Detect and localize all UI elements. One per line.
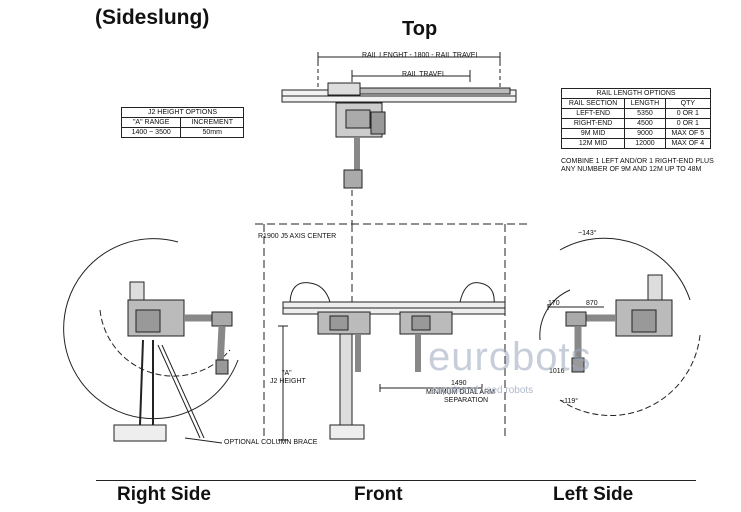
left-side-title: Left Side xyxy=(553,484,634,505)
j2-cell-range: 1400 ~ 3500 xyxy=(120,127,182,138)
j2-cell-increment: 50mm xyxy=(180,127,244,138)
rail-note-line-1: COMBINE 1 LEFT AND/OR 1 RIGHT-END PLUS xyxy=(561,158,714,165)
min-dual-arm-label: MINIMUM DUAL ARM xyxy=(426,389,495,396)
rail-travel-label: RAIL TRAVEL xyxy=(402,71,446,78)
top-view-title: Top xyxy=(402,18,438,40)
rail-cell: 5350 xyxy=(624,108,666,119)
rail-cell: 9000 xyxy=(624,128,666,139)
rail-cell: RIGHT-END xyxy=(560,118,626,129)
front-view xyxy=(278,282,506,441)
rail-cell: MAX OF 5 xyxy=(664,128,712,139)
rail-cell: 12M MID xyxy=(560,138,626,149)
r1900-label: R1900 J5 AXIS CENTER xyxy=(258,233,337,240)
angle-119-label: ~119° xyxy=(560,398,579,405)
right-side-view xyxy=(63,238,239,444)
dim-870-label: 870 xyxy=(586,300,598,307)
angle-143-label: ~143° xyxy=(578,230,597,237)
separation-label: SEPARATION xyxy=(444,397,489,404)
j2-header-range: "A" RANGE xyxy=(120,117,182,128)
right-side-title: Right Side xyxy=(117,484,211,505)
j2-height-label: J2 HEIGHT xyxy=(270,378,306,385)
left-side-view xyxy=(539,237,701,417)
rail-header-qty: QTY xyxy=(664,98,712,109)
rail-length-label: RAIL LENGHT - 1800 - RAIL TRAVEL xyxy=(362,52,480,59)
sideslung-title: (Sideslung) xyxy=(95,6,210,29)
rail-header-length: LENGTH xyxy=(624,98,666,109)
front-title: Front xyxy=(354,484,403,505)
table-row: 12M MID 12000 MAX OF 4 xyxy=(560,138,712,149)
rail-length-table: RAIL LENGTH OPTIONS RAIL SECTION LENGTH … xyxy=(560,88,712,149)
rail-cell: 4500 xyxy=(624,118,666,129)
top-view-robot xyxy=(335,102,386,232)
table-row: RIGHT-END 4500 0 OR 1 xyxy=(560,118,712,129)
j2-height-table: J2 HEIGHT OPTIONS "A" RANGE INCREMENT 14… xyxy=(120,107,244,138)
optional-brace-label: OPTIONAL COLUMN BRACE xyxy=(224,439,318,446)
rail-cell: 12000 xyxy=(624,138,666,149)
rail-header-section: RAIL SECTION xyxy=(560,98,626,109)
j2-table-title: J2 HEIGHT OPTIONS xyxy=(121,107,244,118)
top-view-rail xyxy=(281,52,517,103)
watermark-tagline: supplier of used robots xyxy=(432,385,534,396)
dim-170-label: 170 xyxy=(548,300,560,307)
rail-cell: 0 OR 1 xyxy=(664,108,712,119)
dim-1016-label: 1016 xyxy=(549,368,565,375)
table-row: 9M MID 9000 MAX OF 5 xyxy=(560,128,712,139)
j2-header-increment: INCREMENT xyxy=(180,117,244,128)
watermark-logo: eurobots xyxy=(428,335,592,379)
rail-note-line-2: ANY NUMBER OF 9M AND 12M UP TO 48M xyxy=(561,166,702,173)
a-dimension-label: "A" xyxy=(282,370,292,377)
rail-cell: 9M MID xyxy=(560,128,626,139)
rail-cell: MAX OF 4 xyxy=(664,138,712,149)
rail-cell: 0 OR 1 xyxy=(664,118,712,129)
separation-value-label: 1490 xyxy=(451,380,467,387)
rail-cell: LEFT-END xyxy=(560,108,626,119)
rail-note: COMBINE 1 LEFT AND/OR 1 RIGHT-END PLUS A… xyxy=(561,158,714,174)
divider xyxy=(96,480,696,481)
rail-table-title: RAIL LENGTH OPTIONS xyxy=(561,88,711,99)
table-row: LEFT-END 5350 0 OR 1 xyxy=(560,108,712,119)
